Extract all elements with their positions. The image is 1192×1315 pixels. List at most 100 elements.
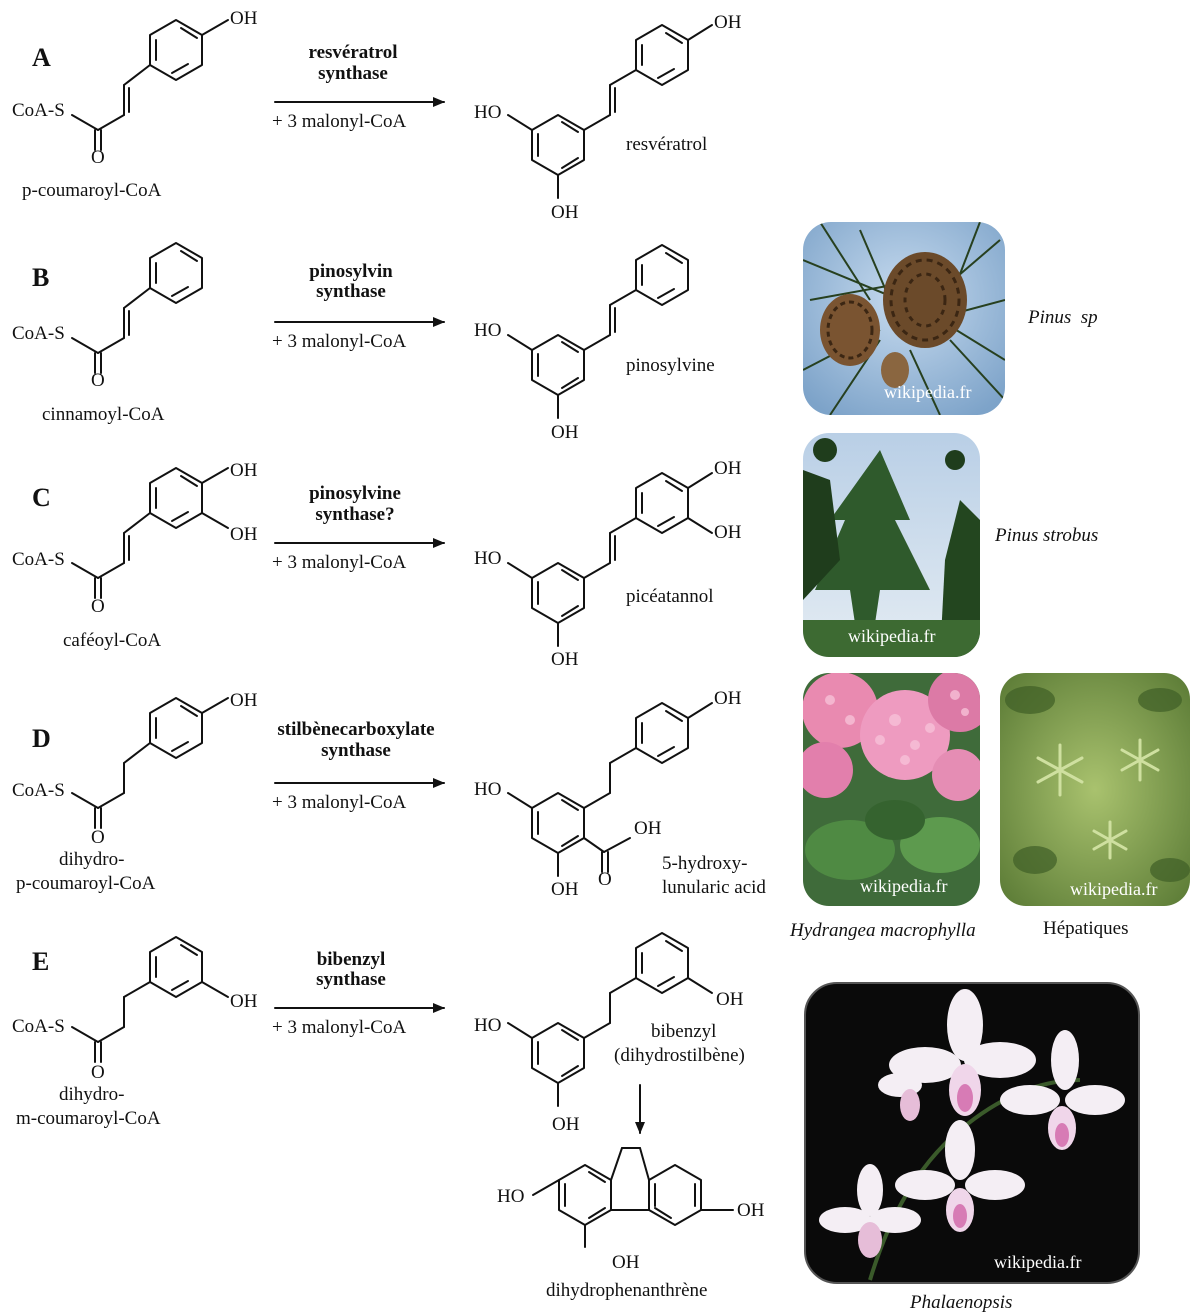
ho-label: HO	[474, 1015, 501, 1036]
substrate-structure-b	[71, 242, 203, 374]
oh-label: OH	[716, 989, 744, 1010]
enzyme-name-c-line1: pinosylvine	[309, 483, 401, 504]
coa-s-label: CoA-S	[12, 1016, 65, 1037]
ho-label: HO	[474, 779, 501, 800]
row-letter-c: C	[32, 483, 51, 512]
enzyme-name-c-line2: synthase?	[315, 504, 394, 525]
photo-credit: wikipedia.fr	[994, 1252, 1081, 1272]
substrate-structure-d	[71, 697, 229, 829]
coa-s-label: CoA-S	[12, 100, 65, 121]
product-name-b: pinosylvine	[626, 355, 715, 376]
row-letter-a: A	[32, 43, 51, 72]
coa-s-label: CoA-S	[12, 780, 65, 801]
row-d: D OH CoA-S O dihydro- p-coumaroyl-CoA st…	[12, 688, 766, 900]
product-structure-e	[507, 932, 713, 1107]
photo-credit: wikipedia.fr	[1070, 879, 1157, 899]
substrate-name-b: cinnamoyl-CoA	[42, 404, 165, 425]
product-structure-b	[507, 244, 689, 419]
coa-s-label: CoA-S	[12, 323, 65, 344]
product-structure-a	[507, 24, 713, 199]
substrate-structure-a	[71, 19, 229, 151]
oh-label: OH	[714, 522, 742, 543]
ho-label: HO	[474, 548, 501, 569]
substrate-structure-c	[71, 467, 229, 599]
oh-label: OH	[714, 688, 742, 709]
species-label-hepatiques: Hépatiques	[1043, 918, 1128, 939]
oh-label: OH	[230, 991, 258, 1012]
row-letter-e: E	[32, 947, 49, 976]
carbonyl-o-label: O	[91, 1062, 105, 1083]
enzyme-name-a-line1: resvératrol	[309, 42, 398, 63]
row-c: C OH OH CoA-S O caféoyl-CoA pinosylvine …	[12, 458, 742, 670]
substrate-name-e-line1: dihydro-	[59, 1084, 124, 1105]
oh-label: OH	[634, 818, 662, 839]
row-a: A OH CoA-S O p-coumaroyl-CoA resvératrol…	[12, 8, 742, 223]
enzyme-name-e-line2: synthase	[316, 969, 386, 990]
cofactor-c: + 3 malonyl-CoA	[272, 552, 406, 573]
dihydrophenanthrene-structure	[532, 1147, 734, 1248]
oh-label: OH	[551, 202, 579, 223]
ho-label: HO	[474, 320, 501, 341]
enzyme-name-a-line2: synthase	[318, 63, 388, 84]
product-name-e-line3: dihydrophenanthrène	[546, 1280, 707, 1301]
photo-phalaenopsis: wikipedia.fr	[804, 982, 1140, 1284]
row-b: B CoA-S O cinnamoyl-CoA pinosylvin synth…	[12, 242, 715, 443]
product-name-a: resvératrol	[626, 134, 707, 155]
photo-pinus-sp: wikipedia.fr	[803, 222, 1005, 415]
ho-label: HO	[474, 102, 501, 123]
enzyme-name-d-line2: synthase	[321, 740, 391, 761]
row-letter-b: B	[32, 263, 49, 292]
product-name-d-line1: 5-hydroxy-	[662, 853, 747, 874]
substrate-structure-e	[71, 936, 229, 1063]
enzyme-name-b-line2: synthase	[316, 281, 386, 302]
product-structure-d	[507, 702, 713, 877]
substrate-name-d-line1: dihydro-	[59, 849, 124, 870]
photo-hepatiques: wikipedia.fr	[1000, 673, 1190, 906]
carbonyl-o-label: O	[91, 370, 105, 391]
photo-pinus-strobus: wikipedia.fr	[803, 433, 980, 657]
oh-label: OH	[612, 1252, 640, 1273]
row-e: E OH CoA-S O dihydro- m-coumaroyl-CoA bi…	[12, 932, 765, 1301]
cofactor-d: + 3 malonyl-CoA	[272, 792, 406, 813]
substrate-name-d-line2: p-coumaroyl-CoA	[16, 873, 156, 894]
carbonyl-o-label: O	[598, 869, 612, 890]
oh-label: OH	[551, 422, 579, 443]
species-label-pinus-sp: Pinus sp	[1027, 307, 1098, 328]
enzyme-name-b-line1: pinosylvin	[309, 261, 393, 282]
oh-label: OH	[552, 1114, 580, 1135]
ho-label: HO	[497, 1186, 524, 1207]
oh-label: OH	[230, 8, 258, 29]
substrate-name-c: caféoyl-CoA	[63, 630, 161, 651]
oh-label: OH	[714, 458, 742, 479]
species-label-phalaenopsis: Phalaenopsis	[909, 1292, 1012, 1313]
cofactor-a: + 3 malonyl-CoA	[272, 111, 406, 132]
enzyme-name-e-line1: bibenzyl	[317, 949, 386, 970]
substrate-name-a: p-coumaroyl-CoA	[22, 180, 162, 201]
product-structure-c	[507, 472, 713, 647]
enzyme-name-d-line1: stilbènecarboxylate	[277, 719, 434, 740]
oh-label: OH	[230, 460, 258, 481]
photo-credit: wikipedia.fr	[860, 876, 947, 896]
species-label-hydrangea: Hydrangea macrophylla	[789, 920, 976, 941]
carbonyl-o-label: O	[91, 596, 105, 617]
photo-credit: wikipedia.fr	[884, 382, 971, 402]
oh-label: OH	[737, 1200, 765, 1221]
carbonyl-o-label: O	[91, 827, 105, 848]
carbonyl-o-label: O	[91, 147, 105, 168]
coa-s-label: CoA-S	[12, 549, 65, 570]
oh-label: OH	[230, 690, 258, 711]
oh-label: OH	[551, 649, 579, 670]
substrate-name-e-line2: m-coumaroyl-CoA	[16, 1108, 161, 1129]
product-name-c: picéatannol	[626, 586, 714, 607]
oh-label: OH	[714, 12, 742, 33]
cofactor-e: + 3 malonyl-CoA	[272, 1017, 406, 1038]
cofactor-b: + 3 malonyl-CoA	[272, 331, 406, 352]
orchid-flower	[889, 989, 1036, 1116]
row-letter-d: D	[32, 724, 51, 753]
oh-label: OH	[551, 879, 579, 900]
species-label-pinus-strobus: Pinus strobus	[994, 525, 1098, 546]
photo-credit: wikipedia.fr	[848, 626, 935, 646]
product-name-d-line2: lunularic acid	[662, 877, 766, 898]
product-name-e-line1: bibenzyl	[651, 1021, 716, 1042]
product-name-e-line2: (dihydrostilbène)	[614, 1045, 745, 1066]
